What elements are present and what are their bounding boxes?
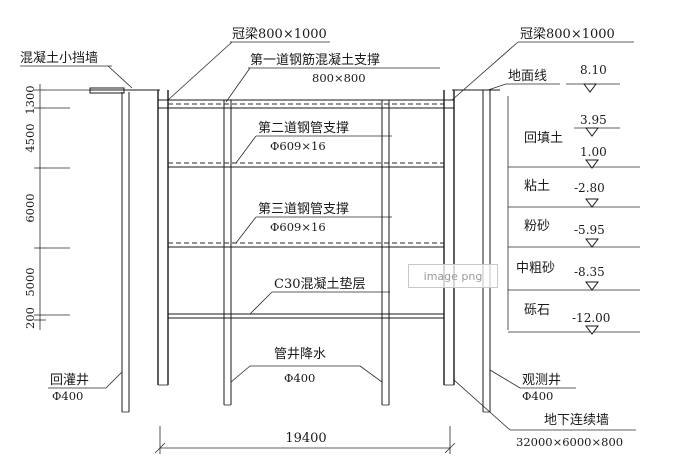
elev-marker-silt bbox=[585, 238, 599, 248]
elev-fill-bottom: 1.00 bbox=[580, 145, 607, 159]
label-observe-size: Φ400 bbox=[522, 389, 553, 403]
dim-5000: 5000 bbox=[23, 267, 37, 296]
elev-marker-clay bbox=[585, 198, 599, 208]
label-width: 19400 bbox=[285, 431, 326, 446]
label-recharge-name: 回灌井 bbox=[50, 373, 89, 388]
label-crown-beam-left: 冠梁800×1000 bbox=[232, 27, 327, 42]
elev-gravel-bottom: -12.00 bbox=[572, 311, 610, 325]
elev-ground: 8.10 bbox=[580, 63, 607, 77]
dim-4500: 4500 bbox=[23, 123, 37, 152]
elev-fill-top: 3.95 bbox=[580, 113, 607, 127]
label-strut1-size: 800×800 bbox=[312, 71, 366, 85]
label-strut2-size: Φ609×16 bbox=[270, 139, 326, 153]
cushion-layer bbox=[168, 313, 444, 319]
dewatering-well-right bbox=[381, 100, 390, 406]
label-crown-beam-right: 冠梁800×1000 bbox=[520, 27, 615, 42]
elev-clay-bottom: -2.80 bbox=[574, 181, 605, 195]
soil-name-coarse-sand: 中粗砂 bbox=[516, 261, 555, 276]
label-strut3-size: Φ609×16 bbox=[270, 220, 326, 234]
dim-6000: 6000 bbox=[23, 193, 37, 222]
label-dewatering-size: Φ400 bbox=[284, 371, 315, 385]
label-dewatering-name: 管井降水 bbox=[274, 347, 326, 362]
right-observation-well bbox=[482, 90, 491, 413]
soil-name-silt: 粉砂 bbox=[524, 219, 550, 234]
left-recharge-well bbox=[121, 92, 130, 413]
elev-silt-bottom: -5.95 bbox=[574, 223, 605, 237]
soil-name-fill: 回填土 bbox=[524, 131, 563, 146]
label-ground-line: 地面线 bbox=[508, 69, 547, 84]
strut-1-concrete bbox=[158, 99, 454, 109]
elev-marker-gravel bbox=[585, 325, 599, 335]
label-diaphragm-name: 地下连续墙 bbox=[544, 412, 609, 428]
soil-name-gravel: 砾石 bbox=[524, 303, 550, 318]
label-strut3-name: 第三道钢管支撑 bbox=[258, 202, 349, 217]
label-recharge-size: Φ400 bbox=[52, 389, 83, 403]
width-dimension bbox=[154, 426, 456, 454]
dim-200: 200 bbox=[23, 307, 37, 329]
label-cushion: C30混凝土垫层 bbox=[274, 276, 366, 292]
dewatering-well-left bbox=[223, 100, 232, 406]
label-strut2-name: 第二道钢管支撑 bbox=[258, 121, 349, 136]
left-dimension-chain: 1300 4500 6000 5000 200 bbox=[23, 84, 92, 330]
elev-marker-fill-bottom bbox=[585, 159, 599, 169]
soil-name-clay: 粘土 bbox=[524, 179, 550, 194]
label-small-wall: 混凝土小挡墙 bbox=[20, 50, 98, 66]
elev-marker-ground bbox=[583, 83, 597, 93]
elev-coarse-sand-bottom: -8.35 bbox=[574, 265, 605, 279]
label-observe-name: 观测井 bbox=[522, 373, 561, 388]
image-placeholder-watermark: image png bbox=[408, 264, 498, 288]
dim-1300: 1300 bbox=[23, 85, 37, 114]
left-diaphragm-wall bbox=[157, 90, 169, 386]
soil-profile bbox=[507, 96, 640, 333]
elev-marker-fill-top bbox=[585, 127, 599, 137]
strut-2-steel bbox=[168, 162, 444, 168]
right-diaphragm-wall bbox=[443, 90, 455, 386]
label-diaphragm-size: 32000×6000×800 bbox=[516, 435, 623, 449]
strut-3-steel bbox=[168, 242, 444, 248]
elev-marker-coarse-sand bbox=[585, 281, 599, 291]
label-strut1-name: 第一道钢筋混凝土支撑 bbox=[250, 52, 380, 68]
